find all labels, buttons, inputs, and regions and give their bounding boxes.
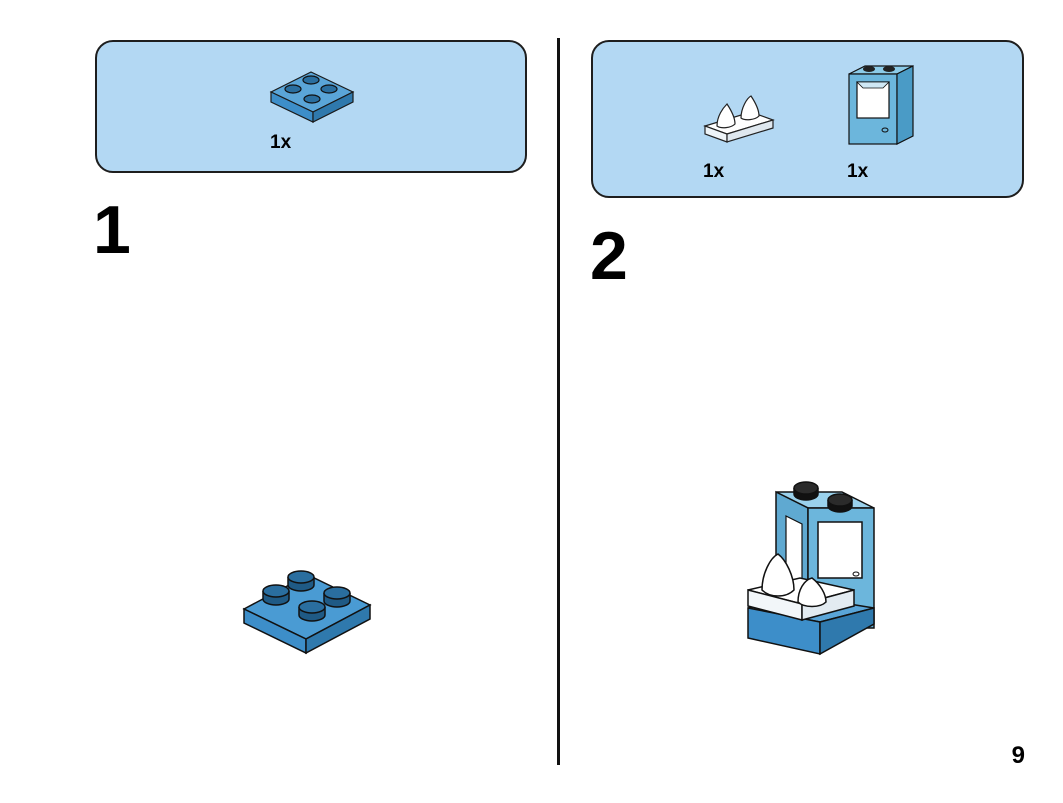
- part-quantity: 1x: [847, 161, 869, 182]
- step-1-assembly-plate-illustration: [242, 570, 372, 655]
- page-number: 9: [1011, 742, 1025, 769]
- part-quantity: 1x: [703, 161, 725, 182]
- step-2-assembly-illustration: [747, 481, 875, 656]
- part-quantity: 1x: [270, 132, 292, 153]
- parts-callout-step-1: 1x: [95, 40, 527, 173]
- plate-2x2-part-icon: [269, 71, 355, 123]
- plate-with-cones-part-icon: [703, 95, 775, 143]
- window-frame-part-icon: [848, 65, 914, 145]
- step-number-1: 1: [93, 192, 131, 268]
- step-number-2: 2: [590, 218, 628, 294]
- column-divider: [557, 38, 560, 765]
- parts-callout-step-2: 1x 1x: [591, 40, 1024, 198]
